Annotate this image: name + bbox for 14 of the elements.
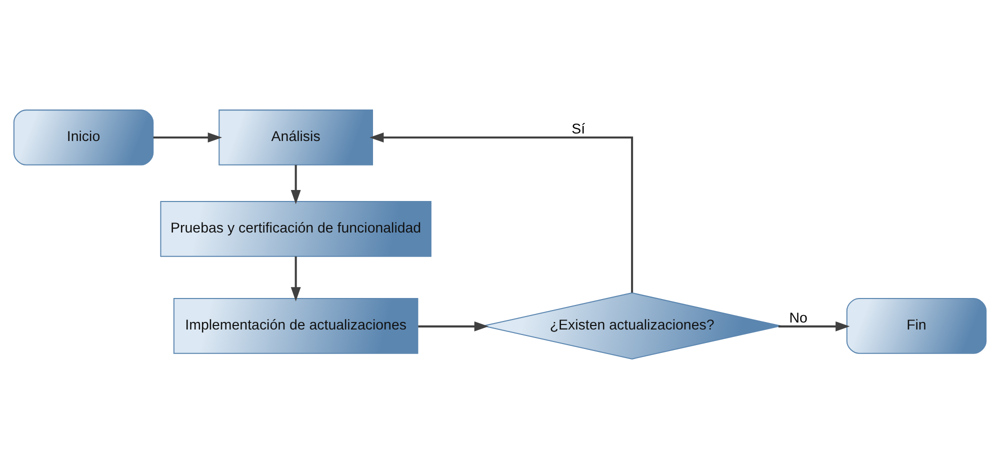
arrow — [418, 320, 489, 331]
node-box: Análisis — [218, 109, 374, 165]
node-box: Inicio — [13, 109, 154, 165]
node-box: Implementación de actualizaciones — [173, 297, 418, 354]
arrow — [290, 256, 301, 301]
arrow — [290, 164, 301, 204]
edge-label: Sí — [572, 121, 586, 138]
node-box: Fin — [846, 297, 987, 354]
arrow — [153, 132, 222, 142]
arrow — [369, 132, 634, 292]
edge-label: No — [789, 310, 808, 326]
node-diamond: ¿Existen actualizaciones? — [482, 292, 782, 359]
arrow — [778, 320, 850, 331]
node-box: Pruebas y certificación de funcionalidad — [160, 200, 432, 256]
